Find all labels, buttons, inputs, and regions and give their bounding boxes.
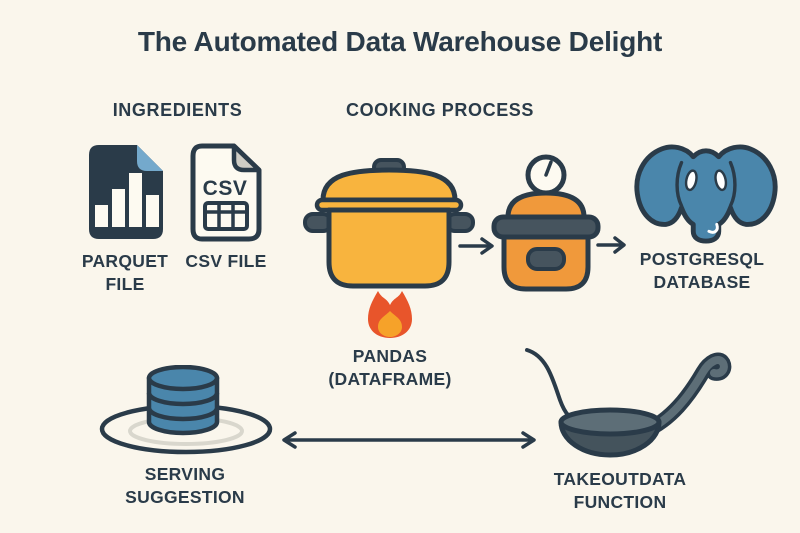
csv-file-icon: CSV [190,143,262,242]
csv-icon-text: CSV [203,177,248,200]
cooking-pot-icon [303,158,475,294]
page-title: The Automated Data Warehouse Delight [137,26,663,57]
postgresql-elephant-icon [632,143,780,245]
takeoutdata-function-label: TAKEOUTDATA FUNCTION [553,469,687,512]
csv-file-label: CSV FILE [185,251,267,271]
section-header-ingredients: INGREDIENTS [112,100,243,120]
pressure-cooker-icon [482,153,610,295]
double-headed-arrow-icon [275,430,543,450]
parquet-file-icon [85,143,165,241]
ladle-icon [513,336,735,458]
serving-suggestion-label: SERVING SUGGESTION [125,464,245,507]
section-header-cooking-process: COOKING PROCESS [345,100,535,120]
flame-icon [362,281,418,339]
parquet-file-label: PARQUET FILE [81,251,169,294]
arrow-right-icon [596,235,630,255]
arrow-right-icon [458,236,498,256]
plate-with-database-icon [98,365,276,460]
pandas-dataframe-label: PANDAS (DATAFRAME) [328,346,452,389]
postgresql-database-label: POSTGRESQL DATABASE [639,249,765,292]
